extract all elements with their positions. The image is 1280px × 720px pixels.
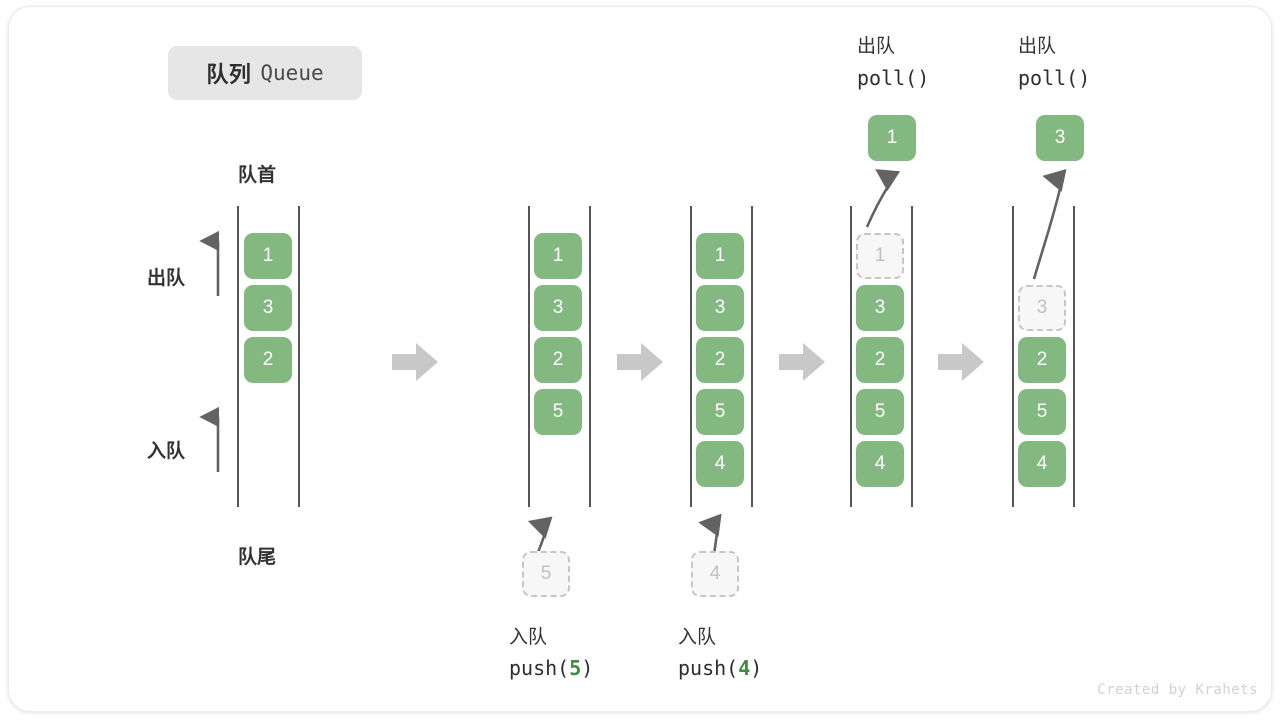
popped-element-1: 1: [868, 115, 916, 161]
queue-rail-left-col4: [850, 206, 852, 507]
queue-element: 2: [534, 337, 582, 383]
enqueue-direction-label: 入队: [147, 441, 186, 462]
queue-element: 2: [244, 337, 292, 383]
queue-element: 4: [1018, 441, 1066, 487]
queue-element: 2: [1018, 337, 1066, 383]
queue-rail-left-col2: [528, 206, 530, 507]
queue-rail-right-col4: [911, 206, 913, 507]
queue-element: 5: [696, 389, 744, 435]
queue-element: 3: [856, 285, 904, 331]
queue-rail-right-col1: [298, 206, 300, 507]
ghost-element-poll-3: 3: [1018, 285, 1066, 331]
transition-arrow-1: [392, 343, 438, 381]
poll-3-caption-cn: 出队: [1018, 36, 1057, 57]
queue-rail-right-col5: [1073, 206, 1075, 507]
transition-arrow-3: [779, 343, 825, 381]
poll-1-caption-cn: 出队: [857, 36, 896, 57]
queue-rail-left-col5: [1012, 206, 1014, 507]
push-4-caption-cn: 入队: [678, 627, 717, 648]
poll-3-arrow: [1032, 168, 1067, 280]
transition-arrow-2: [617, 343, 663, 381]
queue-element: 5: [534, 389, 582, 435]
poll-1-arrow: [865, 169, 901, 228]
queue-tail-label: 队尾: [238, 547, 277, 568]
queue-element: 3: [244, 285, 292, 331]
title-en: Queue: [260, 61, 324, 85]
push-5-code-arg: 5: [569, 656, 582, 680]
ghost-element-poll-1: 1: [856, 233, 904, 279]
push-4-code-suffix: ): [750, 656, 763, 680]
title-cn: 队列: [206, 62, 252, 87]
queue-head-label: 队首: [238, 165, 277, 186]
popped-element-3: 3: [1036, 115, 1084, 161]
queue-element: 3: [696, 285, 744, 331]
credit-text: Created by Krahets: [1097, 682, 1258, 698]
queue-rail-left-col3: [690, 206, 692, 507]
poll-1-caption-code: poll(): [857, 66, 930, 90]
queue-element: 4: [696, 441, 744, 487]
push-4-code-arg: 4: [738, 656, 751, 680]
push-5-code-prefix: push(: [509, 656, 570, 680]
queue-element: 1: [534, 233, 582, 279]
diagram-title-chip: 队列 Queue: [168, 46, 362, 100]
queue-element: 2: [856, 337, 904, 383]
queue-element: 1: [696, 233, 744, 279]
queue-element: 1: [244, 233, 292, 279]
queue-element: 2: [696, 337, 744, 383]
push-5-caption-code: push(5): [509, 656, 593, 680]
push-5-caption-cn: 入队: [509, 627, 548, 648]
queue-rail-right-col3: [751, 206, 753, 507]
enqueue-direction-arrow: [199, 406, 220, 472]
queue-rail-left-col1: [237, 206, 239, 507]
queue-element: 5: [1018, 389, 1066, 435]
dequeue-direction-label: 出队: [147, 268, 186, 289]
push-4-code-prefix: push(: [678, 656, 739, 680]
ghost-element-push-4: 4: [691, 551, 739, 597]
push-5-code-suffix: ): [581, 656, 594, 680]
dequeue-direction-arrow: [199, 230, 220, 296]
queue-rail-right-col2: [589, 206, 591, 507]
queue-element: 5: [856, 389, 904, 435]
poll-3-caption-code: poll(): [1018, 66, 1091, 90]
queue-element: 3: [534, 285, 582, 331]
push-4-caption-code: push(4): [678, 656, 762, 680]
ghost-element-push-5: 5: [522, 551, 570, 597]
transition-arrow-4: [938, 343, 984, 381]
queue-element: 4: [856, 441, 904, 487]
